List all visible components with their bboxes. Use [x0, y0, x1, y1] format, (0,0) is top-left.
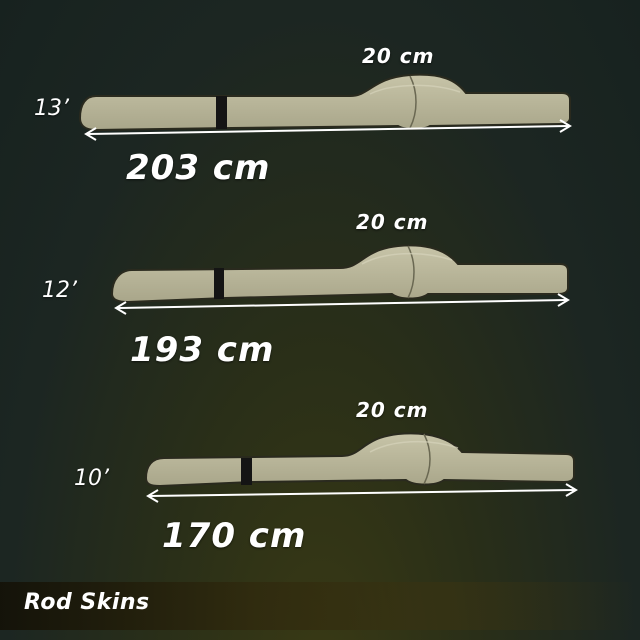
- length-arrow-13ft: [87, 125, 569, 135]
- rod-skin-13ft: [78, 73, 572, 141]
- rod-width-label: 20 cm: [356, 210, 429, 234]
- rod-size-label: 12’: [42, 278, 77, 303]
- rod-size-label: 10’: [74, 466, 109, 491]
- footer-banner: Rod Skins: [0, 582, 640, 630]
- rod-length-label: 193 cm: [130, 330, 275, 370]
- rod-width-label: 20 cm: [362, 44, 435, 68]
- rod-skin-12ft: [110, 244, 570, 315]
- footer-title: Rod Skins: [24, 590, 150, 615]
- rod-width-label: 20 cm: [356, 398, 429, 422]
- length-arrow-10ft: [149, 489, 575, 497]
- rod-length-label: 170 cm: [162, 516, 307, 556]
- rod-length-label: 203 cm: [126, 148, 271, 188]
- rod-size-label: 13’: [34, 96, 69, 121]
- rod-skin-10ft: [144, 432, 578, 503]
- length-arrow-12ft: [117, 299, 567, 309]
